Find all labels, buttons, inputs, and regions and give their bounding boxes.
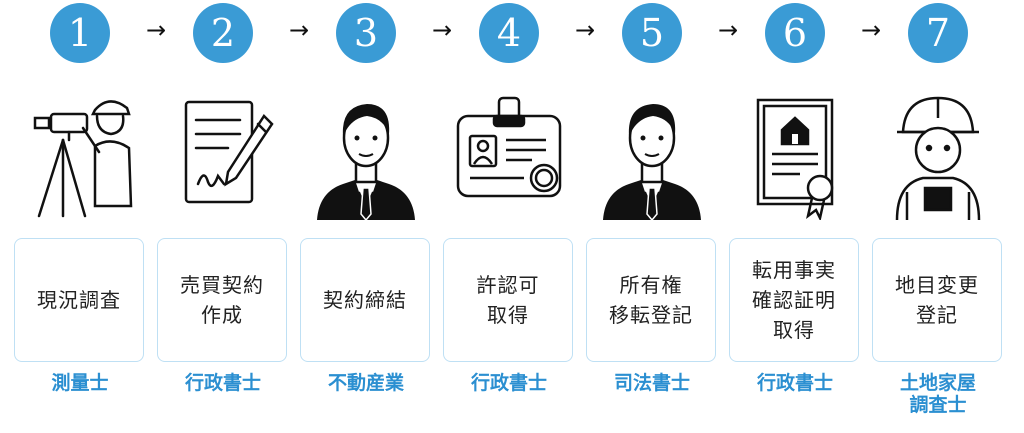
role-line: 行政書士 [470,372,547,394]
role-label: 土地家屋 調査士 [872,372,1004,416]
role-line: 行政書士 [184,372,261,394]
license-card-icon [454,88,564,220]
step-label-box: 現況調査 [14,238,144,362]
step-label-line: 契約締結 [323,288,407,312]
worker-helmet-icon [883,88,993,220]
role-label: 測量士 [14,372,146,394]
step-label-box: 所有権 移転登記 [586,238,716,362]
step-number-badge: 6 [765,3,825,63]
role-line: 調査士 [909,394,967,416]
businessman-icon [311,88,421,220]
role-label: 不動産業 [300,372,432,394]
step-4: 4 許認可 取得 行政書士 [443,0,575,433]
arrow-right: → [717,16,739,44]
role-line: 不動産業 [327,372,404,394]
step-label-line: 地目変更 [895,273,979,297]
step-number-badge: 5 [622,3,682,63]
step-label-line: 売買契約 [180,273,264,297]
arrow-right: → [431,16,453,44]
arrow-right: → [574,16,596,44]
step-label-box: 契約締結 [300,238,430,362]
step-label-box: 転用事実 確認証明 取得 [729,238,859,362]
step-number-badge: 4 [479,3,539,63]
certificate-icon [740,88,850,220]
role-label: 行政書士 [729,372,861,394]
role-label: 司法書士 [586,372,718,394]
role-line: 司法書士 [613,372,690,394]
step-1: 1 現況調査 測量士 [14,0,146,433]
step-label-line: 現況調査 [37,288,121,312]
arrow-right: → [860,16,882,44]
step-label-line: 登記 [916,303,958,327]
step-number-badge: 2 [193,3,253,63]
step-number-badge: 7 [908,3,968,63]
step-number-badge: 1 [50,3,110,63]
surveyor-icon [25,88,135,220]
step-2: 2 売買契約 作成 行政書士 [157,0,289,433]
step-label-box: 許認可 取得 [443,238,573,362]
step-label-line: 作成 [201,303,243,327]
step-label-box: 地目変更 登記 [872,238,1002,362]
arrow-right: → [145,16,167,44]
role-line: 土地家屋 [899,372,976,394]
role-line: 測量士 [51,372,109,394]
step-label-line: 所有権 [619,273,683,297]
contract-signing-icon [168,88,278,220]
step-number-badge: 3 [336,3,396,63]
arrow-right: → [288,16,310,44]
step-7: 7 地目変更 登記 土地家屋 調査士 [872,0,1004,433]
step-label-line: 取得 [773,318,815,342]
step-label-line: 取得 [487,303,529,327]
step-3: 3 契約締結 不動産業 [300,0,432,433]
role-line: 行政書士 [756,372,833,394]
step-5: 5 所有権 移転登記 司法書士 [586,0,718,433]
role-label: 行政書士 [157,372,289,394]
step-label-line: 転用事実 [752,258,836,282]
step-label-line: 移転登記 [609,303,693,327]
step-6: 6 転用事実 確認証明 取得 行政書士 [729,0,861,433]
step-label-line: 確認証明 [752,288,836,312]
role-label: 行政書士 [443,372,575,394]
step-label-line: 許認可 [476,273,540,297]
step-label-box: 売買契約 作成 [157,238,287,362]
businessman-icon [597,88,707,220]
